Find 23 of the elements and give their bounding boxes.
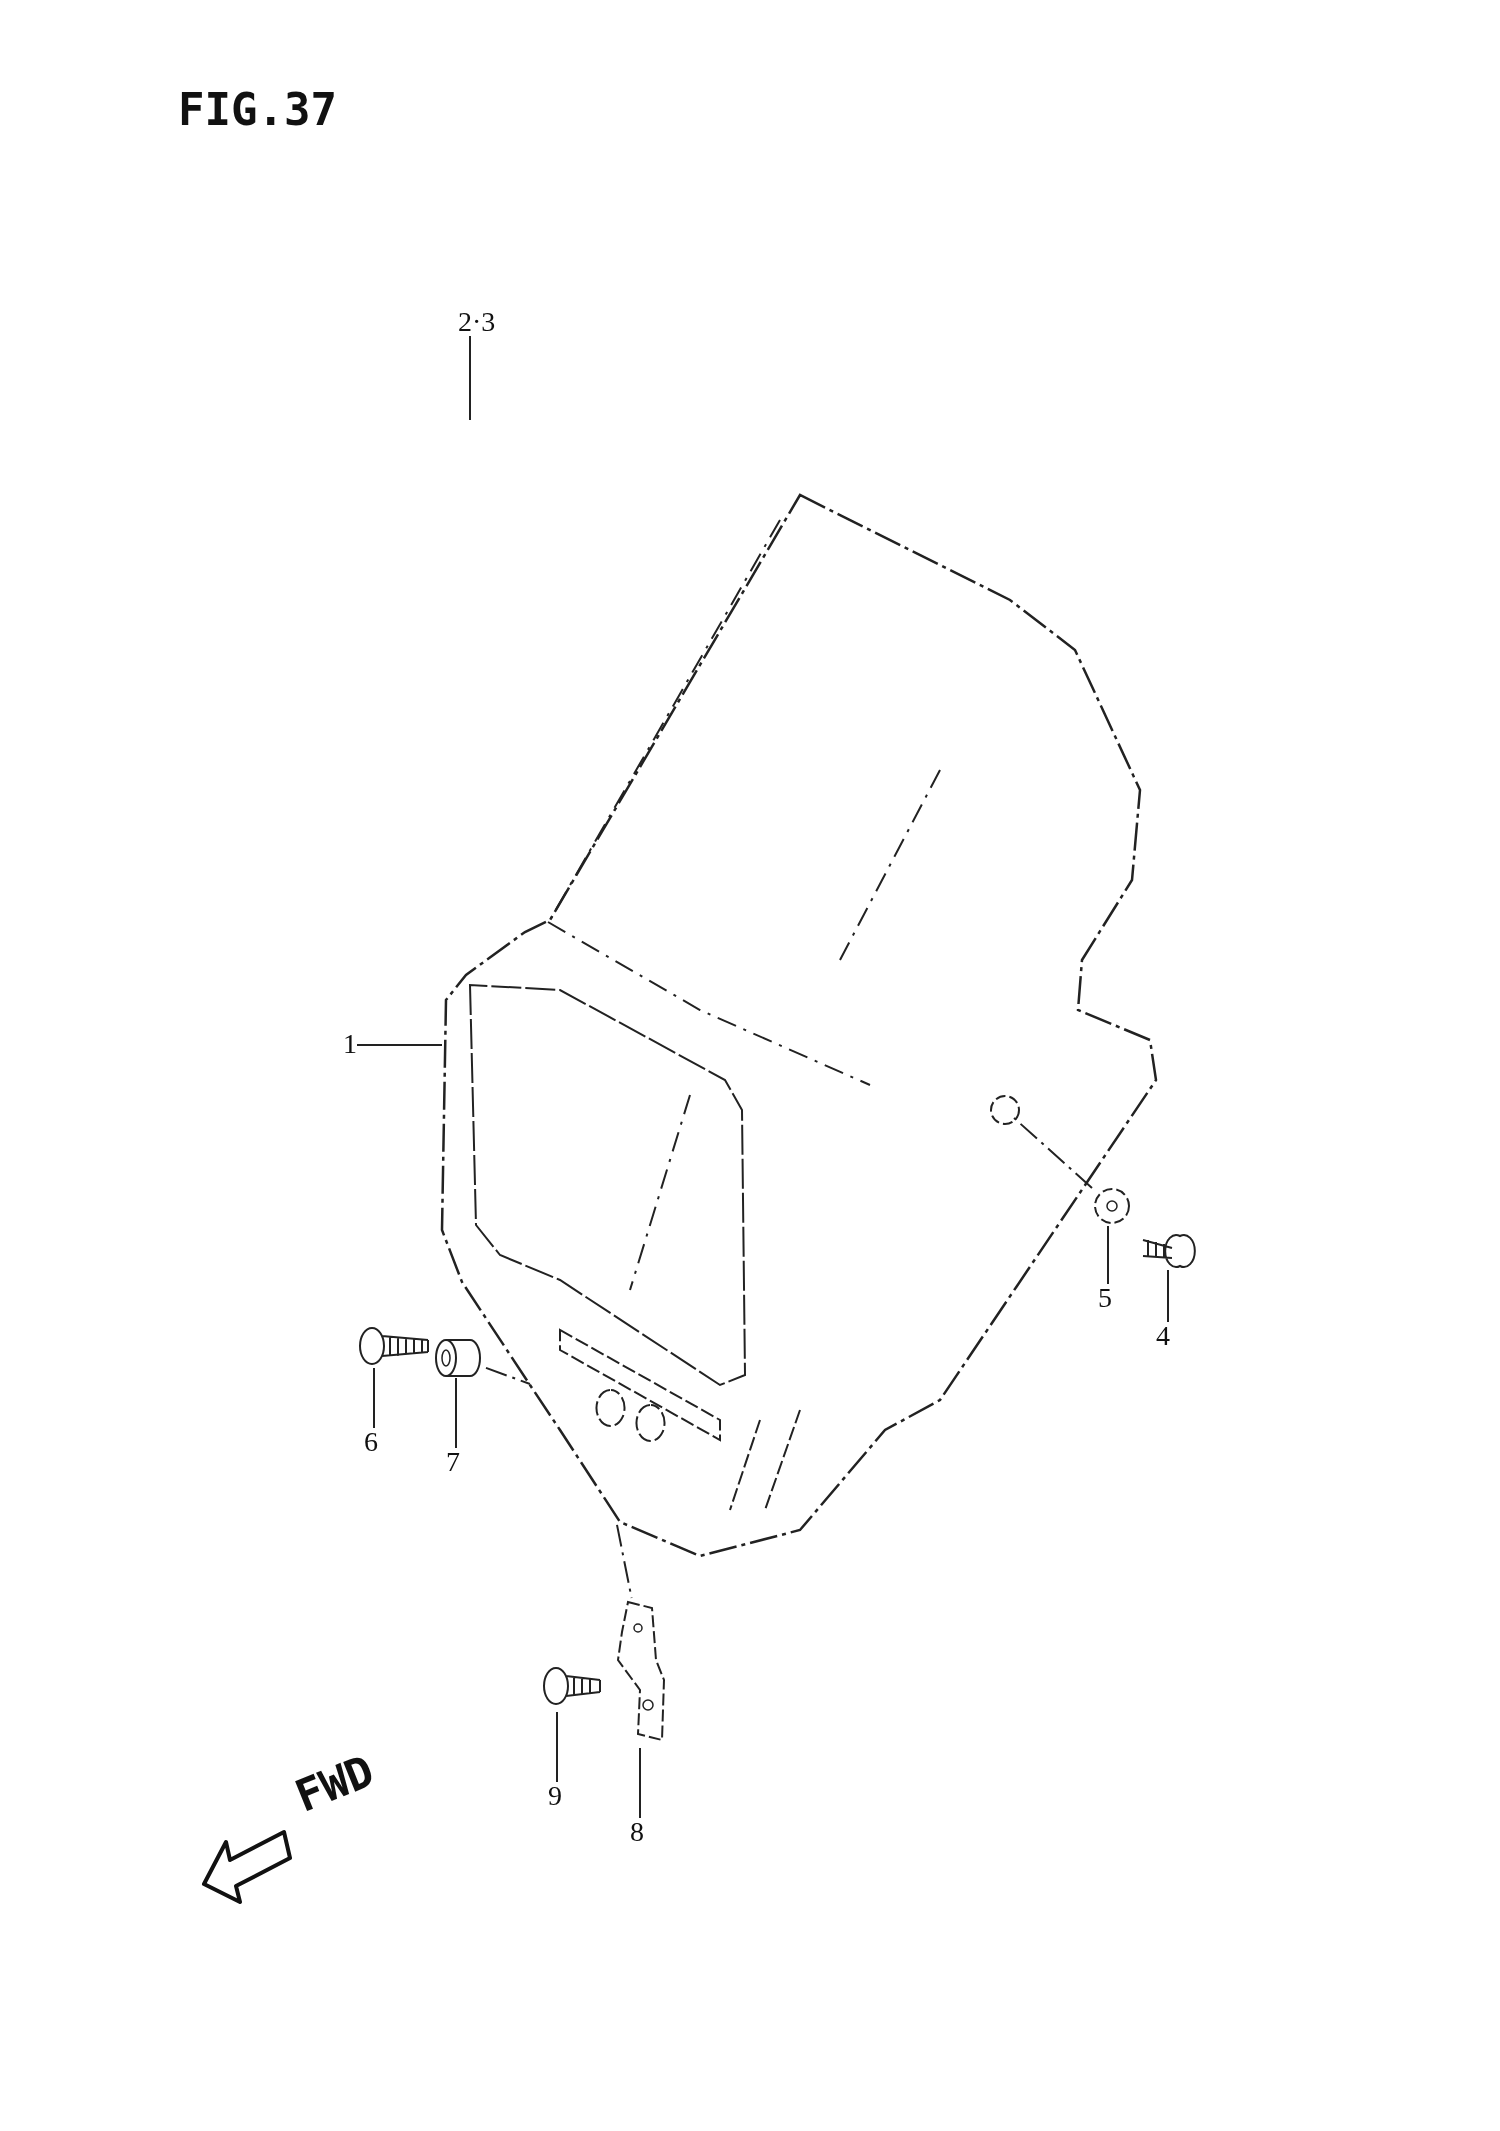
- bolt-drawing: [356, 1324, 432, 1368]
- callout-number: 6: [364, 1428, 378, 1456]
- callout-number: 9: [548, 1782, 562, 1810]
- center-line: [616, 1523, 633, 1599]
- leader-line: [639, 1747, 641, 1819]
- leader-line: [373, 1367, 375, 1429]
- callout-number: 2·3: [458, 308, 496, 336]
- callout-number: 7: [446, 1448, 460, 1476]
- callout-number: 1: [343, 1030, 357, 1058]
- center-line: [1013, 1117, 1093, 1189]
- center-line: [485, 1366, 531, 1385]
- leader-line: [356, 1044, 443, 1046]
- callout-number: 4: [1156, 1322, 1170, 1350]
- washer-drawing: [1092, 1186, 1132, 1226]
- leader-line: [1107, 1225, 1109, 1285]
- leader-line: [469, 335, 471, 421]
- direction-label: FWD: [289, 1748, 380, 1819]
- leader-line: [455, 1377, 457, 1449]
- leader-line: [556, 1711, 558, 1783]
- callout-number: 8: [630, 1818, 644, 1846]
- leader-line: [1167, 1269, 1169, 1323]
- callout-number: 5: [1098, 1284, 1112, 1312]
- figure-title: FIG.37: [178, 88, 337, 132]
